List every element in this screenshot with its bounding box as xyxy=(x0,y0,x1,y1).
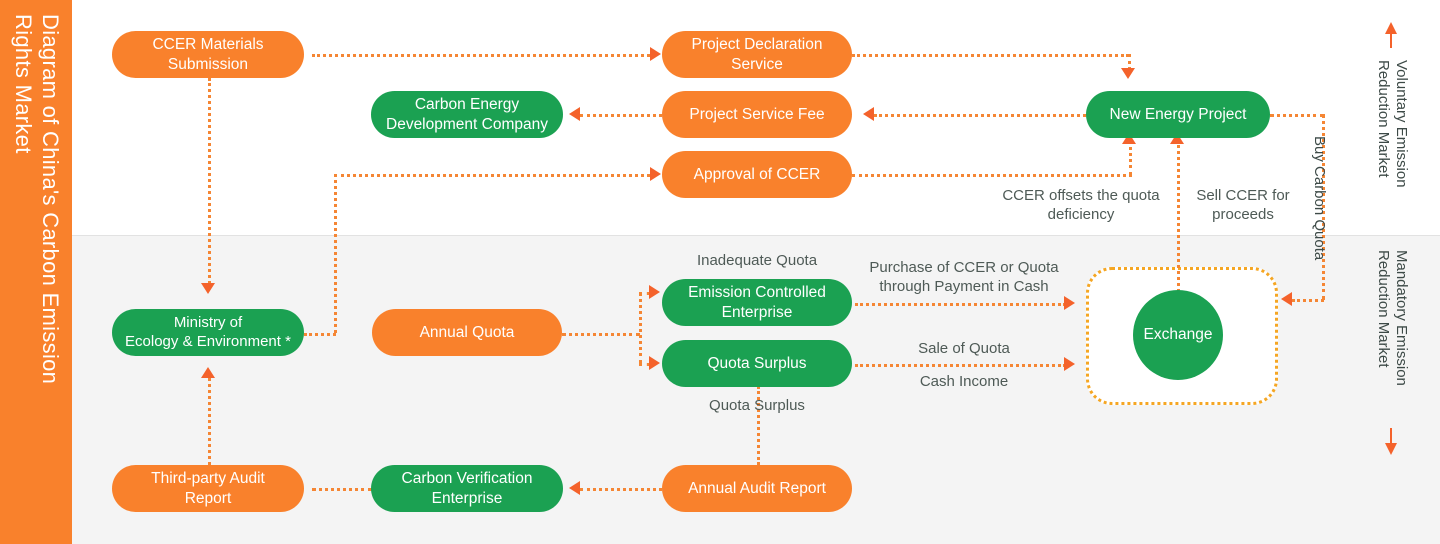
edge-verification-to-thirdparty xyxy=(312,488,372,491)
edge-ministry-to-approval-v xyxy=(334,174,337,333)
edge-declaration-to-newenergy-v xyxy=(1128,54,1131,70)
title-sidebar: Diagram of China's Carbon Emission Right… xyxy=(0,0,72,544)
edge-thirdparty-to-ministry xyxy=(208,378,211,465)
label-mandatory-emission-reduction-market: Mandatory Emission Reduction Market xyxy=(1375,250,1410,386)
arrowhead-servicefee-in xyxy=(863,107,874,121)
edge-declaration-to-newenergy-h xyxy=(852,54,1129,57)
edge-ministry-stub xyxy=(304,333,336,336)
label-buy-carbon-quota: Buy Carbon Quota xyxy=(1311,136,1328,261)
label-sale-of-quota: Sale of Quota xyxy=(918,340,1010,357)
label-inadequate-quota: Inadequate Quota xyxy=(696,252,818,269)
voluntary-market-arrow-stem xyxy=(1390,32,1392,48)
node-carbon-energy-development-company[interactable]: Carbon Energy Development Company xyxy=(371,91,563,138)
arrowhead-ministry-bottom xyxy=(201,367,215,378)
mandatory-market-arrow-stem xyxy=(1390,428,1392,444)
node-exchange[interactable]: Exchange xyxy=(1133,290,1223,380)
edge-quotasurplus-to-exchange xyxy=(855,364,1066,367)
node-project-service-fee[interactable]: Project Service Fee xyxy=(662,91,852,138)
arrowhead-ministry-top xyxy=(201,283,215,294)
label-voluntary-emission-reduction-market: Voluntary Emission Reduction Market xyxy=(1375,60,1410,188)
arrowhead-declaration-in xyxy=(650,47,661,61)
edge-auditreport-to-verification xyxy=(580,488,662,491)
edge-annualquota-split xyxy=(639,292,642,364)
edge-emission-to-exchange xyxy=(855,303,1066,306)
arrowhead-quota-surplus-in xyxy=(649,356,660,370)
node-new-energy-project[interactable]: New Energy Project xyxy=(1086,91,1270,138)
edge-approval-to-newenergy-v xyxy=(1129,140,1132,176)
arrowhead-newenergy-top xyxy=(1121,68,1135,79)
node-carbon-verification-enterprise[interactable]: Carbon Verification Enterprise xyxy=(371,465,563,512)
edge-submission-to-ministry xyxy=(208,78,211,284)
arrowhead-verification-in xyxy=(569,481,580,495)
edge-buyquota-h-top xyxy=(1270,114,1324,117)
edge-quotasurplus-to-auditreport xyxy=(757,386,760,465)
edge-ministry-to-approval-h xyxy=(334,174,650,177)
edge-to-quota-surplus xyxy=(639,363,650,366)
node-emission-controlled-enterprise[interactable]: Emission Controlled Enterprise xyxy=(662,279,852,326)
label-sell-ccer-for-proceeds: Sell CCER for proceeds xyxy=(1196,187,1290,223)
node-quota-surplus[interactable]: Quota Surplus xyxy=(662,340,852,387)
market-divider xyxy=(72,235,1440,236)
arrowhead-exchange-right-in xyxy=(1281,292,1292,306)
node-ccer-materials-submission[interactable]: CCER Materials Submission xyxy=(112,31,304,78)
edge-annualquota-out xyxy=(562,333,640,336)
voluntary-market-arrow-icon xyxy=(1385,22,1397,34)
arrowhead-newenergy-bottom-right xyxy=(1170,133,1184,144)
node-annual-quota[interactable]: Annual Quota xyxy=(372,309,562,356)
edge-servicefee-to-carbonenergy xyxy=(580,114,662,117)
edge-newenergy-to-servicefee xyxy=(874,114,1086,117)
label-quota-surplus-edge: Quota Surplus xyxy=(709,397,805,414)
diagram-title: Diagram of China's Carbon Emission Right… xyxy=(11,14,63,385)
edge-sellccer-v xyxy=(1177,140,1180,298)
edge-submission-to-declaration xyxy=(312,54,650,57)
arrowhead-exchange-in-top xyxy=(1064,296,1075,310)
node-annual-audit-report[interactable]: Annual Audit Report xyxy=(662,465,852,512)
edge-to-emission-enterprise xyxy=(639,292,650,295)
label-cash-income: Cash Income xyxy=(919,373,1009,390)
edge-buyquota-h-bottom xyxy=(1292,299,1324,302)
node-ministry-of-ecology-environment[interactable]: Ministry of Ecology & Environment * xyxy=(112,309,304,356)
node-third-party-audit-report[interactable]: Third-party Audit Report xyxy=(112,465,304,512)
edge-approval-to-newenergy-h xyxy=(852,174,1132,177)
node-project-declaration-service[interactable]: Project Declaration Service xyxy=(662,31,852,78)
node-approval-of-ccer[interactable]: Approval of CCER xyxy=(662,151,852,198)
mandatory-market-arrow-icon xyxy=(1385,443,1397,455)
arrowhead-newenergy-bottom-left xyxy=(1122,133,1136,144)
label-ccer-offsets-quota-deficiency: CCER offsets the quota deficiency xyxy=(1002,187,1160,223)
arrowhead-exchange-in-bottom xyxy=(1064,357,1075,371)
arrowhead-carbonenergy-in xyxy=(569,107,580,121)
label-purchase-ccer-or-quota: Purchase of CCER or Quota through Paymen… xyxy=(869,259,1059,295)
edge-buyquota-v xyxy=(1322,114,1325,300)
arrowhead-emission-enterprise-in xyxy=(649,285,660,299)
arrowhead-approval-in xyxy=(650,167,661,181)
